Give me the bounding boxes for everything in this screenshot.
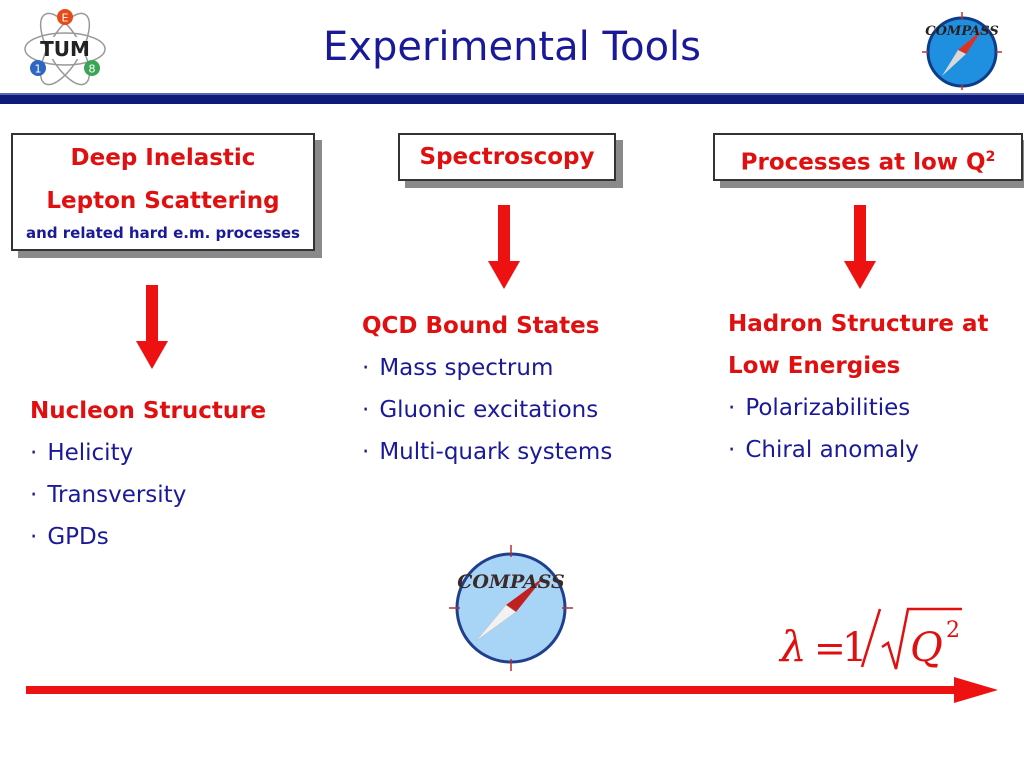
list-item: ·Transversity [30, 482, 187, 508]
compass-logo-large: COMPASS [446, 545, 576, 671]
svg-text:8: 8 [89, 63, 96, 76]
list-item: ·GPDs [30, 524, 109, 550]
box-subtitle: and related hard e.m. processes [26, 224, 300, 242]
column-heading: Nucleon Structure [30, 398, 267, 424]
box-deep-inelastic: Deep Inelastic Lepton Scattering and rel… [11, 133, 315, 251]
list-item: ·Chiral anomaly [728, 437, 919, 463]
box-title-line-2: Lepton Scattering [46, 188, 280, 214]
energy-scale-arrow [26, 677, 998, 703]
box-spectroscopy: Spectroscopy [398, 133, 616, 181]
list-item: ·Helicity [30, 440, 134, 466]
list-item: ·Multi-quark systems [362, 439, 613, 465]
column-nucleon: Nucleon Structure ·Helicity ·Transversit… [30, 390, 266, 558]
column-heading-line-1: Hadron Structure at [728, 311, 989, 337]
box-title: Spectroscopy [419, 144, 595, 170]
down-arrow-3 [844, 205, 876, 289]
svg-text:λ: λ [778, 622, 807, 671]
tum-letters: TUM [40, 37, 90, 61]
tum-logo: TUM E 1 8 [22, 6, 108, 92]
svg-text:2: 2 [946, 618, 960, 643]
box-title-line-1: Deep Inelastic [70, 145, 256, 171]
page-title: Experimental Tools [323, 24, 701, 70]
svg-text:Q: Q [910, 625, 943, 671]
column-qcd: QCD Bound States ·Mass spectrum ·Gluonic… [362, 305, 612, 473]
box-title: Processes at low Q2 [740, 149, 996, 176]
column-heading-line-2: Low Energies [728, 353, 901, 379]
list-item: ·Gluonic excitations [362, 397, 599, 423]
title-divider [0, 93, 1024, 104]
wavelength-formula: λ = 1 Q 2 [776, 605, 976, 677]
box-low-q2: Processes at low Q2 [713, 133, 1023, 181]
list-item: ·Mass spectrum [362, 355, 554, 381]
svg-text:1: 1 [35, 63, 42, 76]
svg-text:E: E [62, 12, 69, 25]
svg-text:=: = [814, 626, 846, 670]
compass-logo-small: COMPASS [918, 10, 1004, 90]
list-item: ·Polarizabilities [728, 395, 911, 421]
down-arrow-1 [136, 285, 168, 369]
compass-logo-text: COMPASS [457, 571, 564, 593]
column-hadron: Hadron Structure at Low Energies ·Polari… [728, 303, 989, 471]
column-heading: QCD Bound States [362, 313, 600, 339]
down-arrow-2 [488, 205, 520, 289]
compass-logo-text: COMPASS [925, 24, 998, 39]
